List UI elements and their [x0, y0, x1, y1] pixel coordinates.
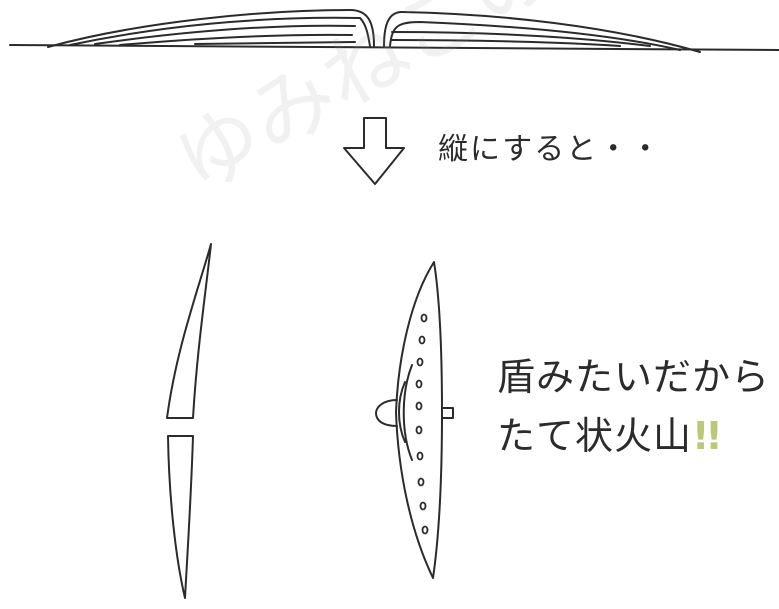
exclamation-marks: !!	[692, 414, 723, 458]
ground-line	[9, 44, 779, 51]
volcano-right-half	[383, 11, 701, 53]
vertical-upper-piece	[166, 243, 212, 419]
shield-grip	[375, 399, 398, 427]
shield-caption-line2: たて状火山!!	[497, 405, 723, 460]
vertical-lower-piece	[167, 435, 194, 599]
shield-boss-outer	[402, 364, 413, 461]
shield-volcano-term: たて状火山	[497, 414, 693, 458]
flat-volcano-cross-section	[9, 9, 779, 53]
shield-body	[395, 261, 443, 579]
shield-boss-inner	[398, 381, 406, 443]
shield-handle	[441, 407, 454, 419]
down-arrow	[343, 117, 405, 185]
volcano-left-half	[47, 9, 375, 48]
shield-rivets	[415, 313, 429, 535]
shield-caption-line1: 盾みたいだから	[497, 355, 771, 399]
vertical-cross-section	[166, 243, 212, 599]
vertical-caption: 縦にすると・・	[438, 132, 663, 167]
shield-drawing	[375, 261, 454, 579]
